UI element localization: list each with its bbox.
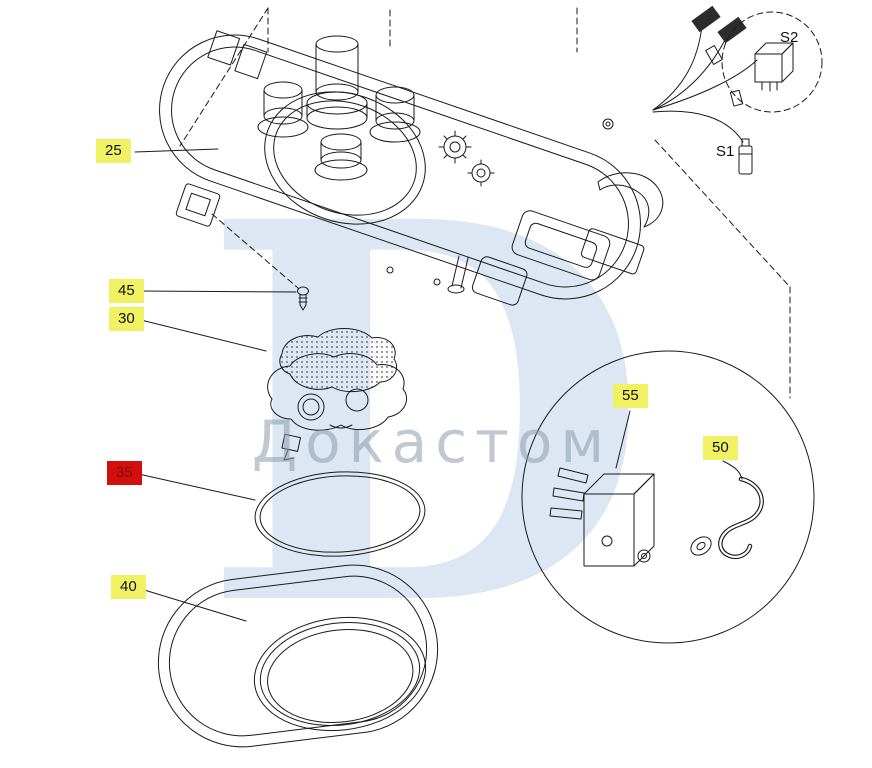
detail-circle	[521, 350, 815, 644]
filter-plate	[267, 328, 408, 461]
retaining-clip	[690, 476, 764, 560]
label-s2: S2	[780, 29, 799, 46]
watermark-text: Докастом	[252, 408, 612, 476]
right-bracket-assembly	[471, 172, 664, 306]
construction-dashed-lines	[179, 7, 791, 399]
label-part-50: 50	[703, 436, 738, 460]
switch-s1	[738, 138, 753, 175]
spring-pin	[447, 255, 469, 294]
o-ring	[254, 471, 426, 557]
housing-plate	[159, 30, 641, 300]
screw	[297, 286, 309, 311]
switch-s2-detail	[721, 11, 823, 113]
label-s1: S1	[716, 143, 735, 160]
wire-harness	[652, 5, 758, 143]
cover	[157, 564, 439, 748]
valve-gears	[438, 130, 495, 187]
left-latch	[175, 183, 221, 227]
microswitch	[549, 467, 655, 567]
label-part-55: 55	[613, 384, 648, 408]
label-part-25: 25	[96, 139, 131, 163]
label-part-45: 45	[109, 279, 144, 303]
label-part-30: 30	[109, 307, 144, 331]
leader-lines	[133, 148, 743, 622]
label-part-35: 35	[107, 461, 142, 485]
label-part-40: 40	[111, 575, 146, 599]
manifold	[257, 35, 426, 225]
small-bolt	[602, 118, 614, 130]
watermark-letter: D	[200, 110, 651, 721]
